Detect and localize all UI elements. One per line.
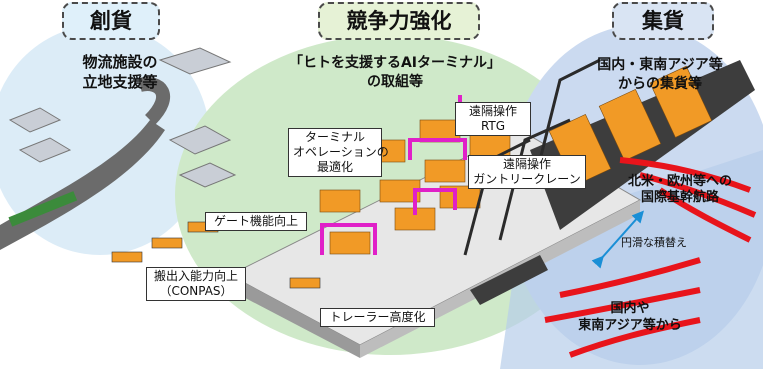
left-caption: 物流施設の 立地支援等: [82, 53, 158, 91]
gantry-label: 遠隔操作 ガントリークレーン: [468, 155, 586, 189]
section-tab-shuka: 集貨: [612, 2, 714, 40]
import-arrows: [544, 257, 701, 358]
gate-label: ゲート機能向上: [205, 212, 307, 231]
transship-arrow: [591, 210, 644, 269]
transship-label: 円滑な積替え: [621, 236, 687, 249]
conpas-label: 搬出入能力向上 （CONPAS）: [146, 267, 246, 301]
right-caption: 国内・東南アジア等 からの集貨等: [597, 57, 723, 92]
trucks: [111, 221, 321, 289]
feeder-ship: [470, 255, 548, 305]
warehouses: [8, 47, 237, 188]
section-tab-kyoso: 競争力強化: [318, 2, 480, 40]
export-arrows: [619, 157, 757, 243]
section-tab-soka: 創貨: [62, 2, 160, 40]
domestic-label: 国内や 東南アジア等から: [578, 301, 682, 333]
center-caption: 「ヒトを支援するAIターミナル」 の取組等: [288, 55, 502, 90]
terminal-ops-label: ターミナル オペレーションの 最適化: [288, 128, 389, 177]
main-route-label: 北米・欧州等への 国際基幹航路: [627, 174, 732, 205]
train: [8, 191, 78, 227]
highway: [0, 120, 165, 250]
trailer-label: トレーラー高度化: [320, 308, 435, 327]
rtg-label: 遠隔操作 RTG: [455, 102, 531, 136]
